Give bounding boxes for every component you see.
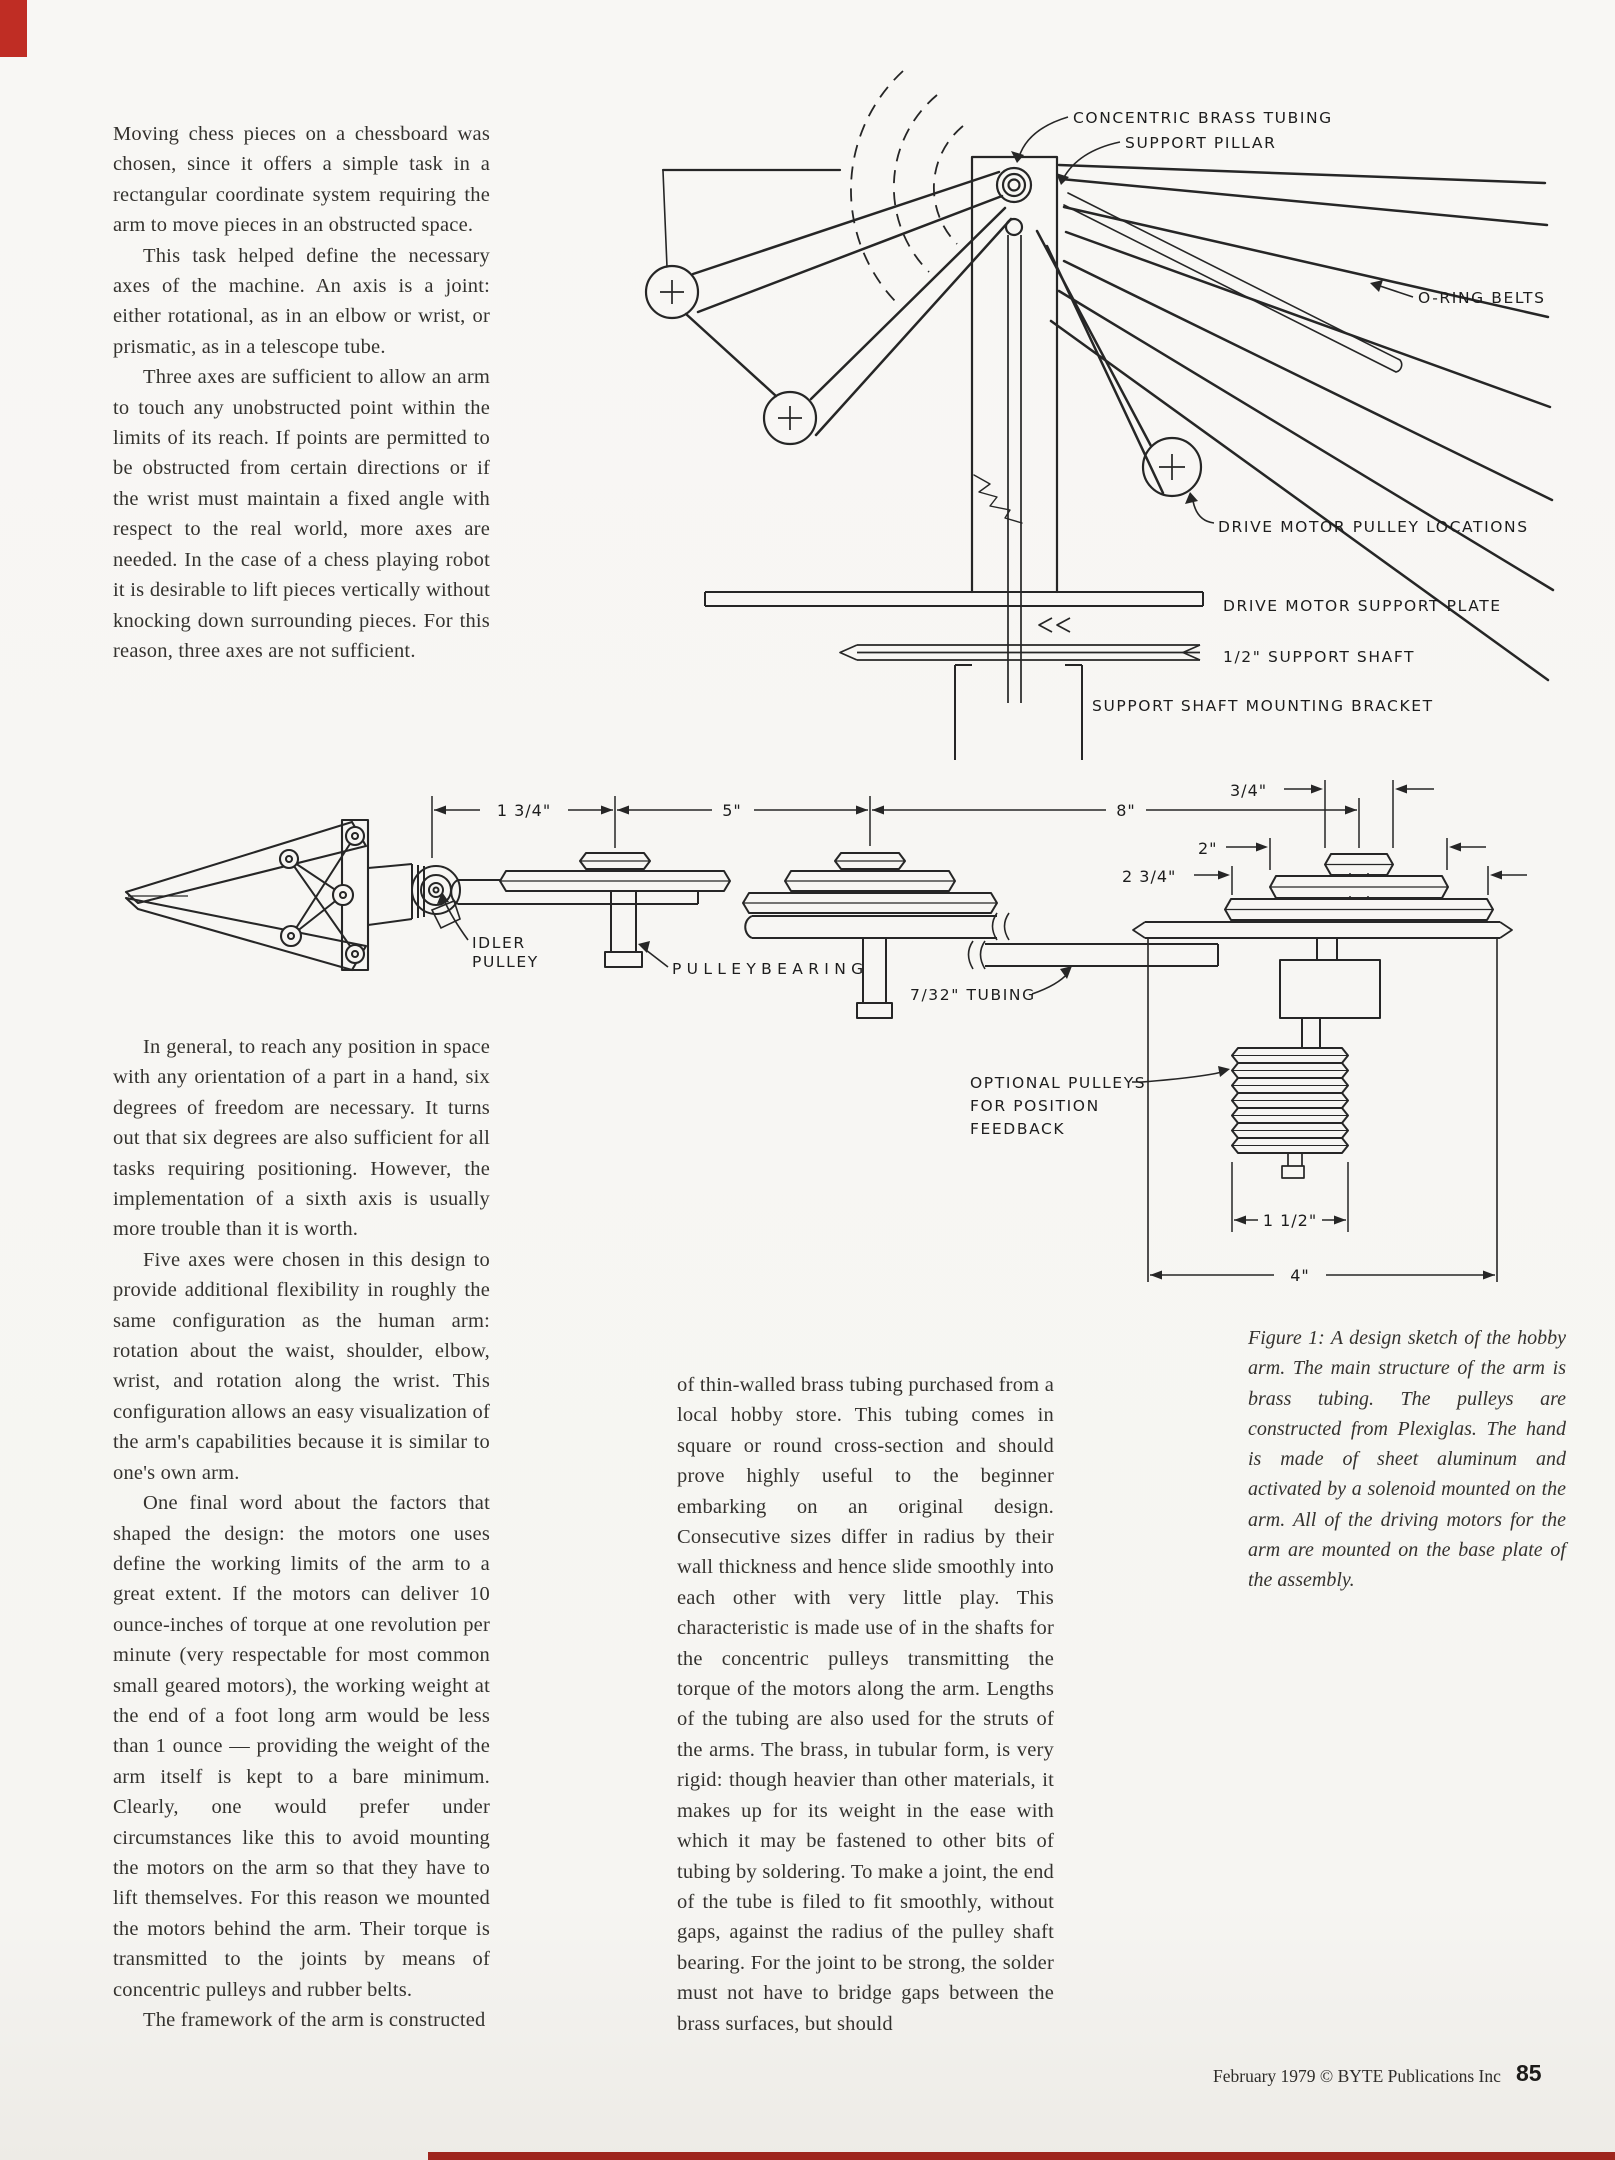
paragraph: In general, to reach any position in spa…	[113, 1036, 490, 1241]
paragraph: Three axes are sufficient to allow an ar…	[113, 366, 490, 662]
shoulder-pulley-stack-and-base	[1132, 853, 1513, 1282]
arm-tubes-and-pulleys	[450, 852, 1219, 1019]
paragraph: of thin-walled brass tubing purchased fr…	[677, 1374, 1054, 2035]
page-edge-red-mark-bottom	[428, 2152, 1615, 2160]
label-support-pillar: SUPPORT PILLAR	[1125, 134, 1276, 152]
dim-3-4in: 3/4"	[1230, 781, 1267, 800]
paragraph: One final word about the factors that sh…	[113, 1492, 490, 2001]
label-support-shaft: 1/2" SUPPORT SHAFT	[1223, 648, 1415, 666]
arm-label-leaders	[443, 899, 1223, 1083]
label-drive-motor-pulley-locations: DRIVE MOTOR PULLEY LOCATIONS	[1218, 518, 1529, 536]
label-leader-lines	[1018, 116, 1414, 524]
dim-4in: 4"	[1290, 1266, 1310, 1285]
figure1-caption: Figure 1: A design sketch of the hobby a…	[1248, 1323, 1566, 1596]
label-arrowheads	[1011, 151, 1383, 504]
label-optional-pulleys-line3: FEEDBACK	[970, 1120, 1065, 1138]
label-optional-pulleys-line1: OPTIONAL PULLEYS	[970, 1074, 1146, 1092]
label-optional-pulleys-line2: FOR POSITION	[970, 1097, 1100, 1115]
label-mounting-bracket: SUPPORT SHAFT MOUNTING BRACKET	[1092, 697, 1434, 715]
footer-credit: February 1979 © BYTE Publications Inc	[1213, 2066, 1501, 2086]
paragraph: This task helped define the necessary ax…	[113, 244, 490, 358]
support-plate-shaft-bracket	[704, 591, 1204, 760]
label-idler-pulley-line2: PULLEY	[472, 953, 539, 971]
arm-label-arrowheads	[437, 892, 1230, 1077]
paragraph: The framework of the arm is constructed	[143, 2009, 486, 2031]
figure1-base-assembly-diagram: CONCENTRIC BRASS TUBING SUPPORT PILLAR O…	[644, 70, 1555, 760]
dim-5in: 5"	[722, 801, 742, 820]
label-idler-pulley-line1: IDLER	[472, 934, 526, 952]
caption-text: Figure 1: A design sketch of the hobby a…	[1248, 1327, 1566, 1592]
dim-2in: 2"	[1198, 839, 1218, 858]
column1-bottom: In general, to reach any position in spa…	[113, 1032, 490, 2035]
page-edge-red-mark-top	[0, 0, 27, 57]
dim-2-3-4in: 2 3/4"	[1122, 867, 1176, 886]
wrist-and-idler-pulley	[367, 863, 461, 930]
o-ring-belt-lines	[684, 163, 1555, 682]
column2: of thin-walled brass tubing purchased fr…	[677, 1370, 1054, 2039]
swept-path-dashed-arcs	[850, 70, 964, 302]
figure1-arm-diagram: 1 3/4" 5" 8" 3/4" 2" 2 3/4" 1 1/2" 4" ID…	[124, 780, 1527, 1285]
dim-8in: 8"	[1116, 801, 1136, 820]
label-pulley-bearing: P U L L E Y B E A R I N G	[672, 960, 863, 978]
concentric-tubing-and-pulleys	[644, 166, 1203, 703]
label-o-ring-belts: O-RING BELTS	[1418, 289, 1546, 307]
paragraph: Moving chess pieces on a chessboard was …	[113, 123, 490, 237]
label-concentric-brass-tubing: CONCENTRIC BRASS TUBING	[1073, 109, 1333, 127]
paragraph: Five axes were chosen in this design to …	[113, 1248, 490, 1484]
dim-1-3-4in: 1 3/4"	[497, 801, 551, 820]
label-drive-motor-support-plate: DRIVE MOTOR SUPPORT PLATE	[1223, 597, 1502, 615]
label-7-32-tubing: 7/32" TUBING	[910, 986, 1036, 1004]
dimension-arrowheads	[434, 784, 1502, 1280]
page-number: 85	[1516, 2060, 1542, 2086]
dim-1-1-2in: 1 1/2"	[1263, 1211, 1317, 1230]
column1-top: Moving chess pieces on a chessboard was …	[113, 119, 490, 666]
gripper-hand-drawing	[124, 818, 370, 972]
support-pillar-drawing	[661, 155, 1059, 594]
